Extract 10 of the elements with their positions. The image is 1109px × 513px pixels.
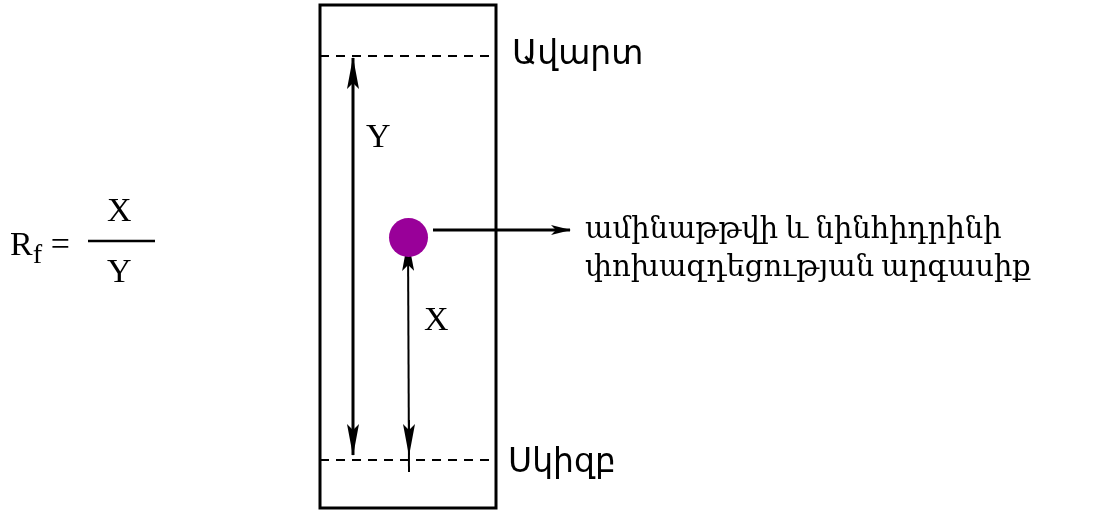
start-label: Սկիզբ	[508, 444, 616, 477]
numerator: X	[107, 193, 132, 227]
spot	[389, 218, 428, 257]
denominator: Y	[107, 254, 132, 288]
dimension-label: Y	[366, 119, 391, 153]
arrow	[433, 225, 571, 235]
annotation-text: ամինաթթվի և նինհիդրինի փոխազդեցության արգասիք	[585, 211, 1032, 284]
end-label: Ավարտ	[512, 36, 644, 69]
formula-label: R$_{f}$ =	[10, 227, 70, 269]
dimension-label: X	[424, 302, 449, 336]
